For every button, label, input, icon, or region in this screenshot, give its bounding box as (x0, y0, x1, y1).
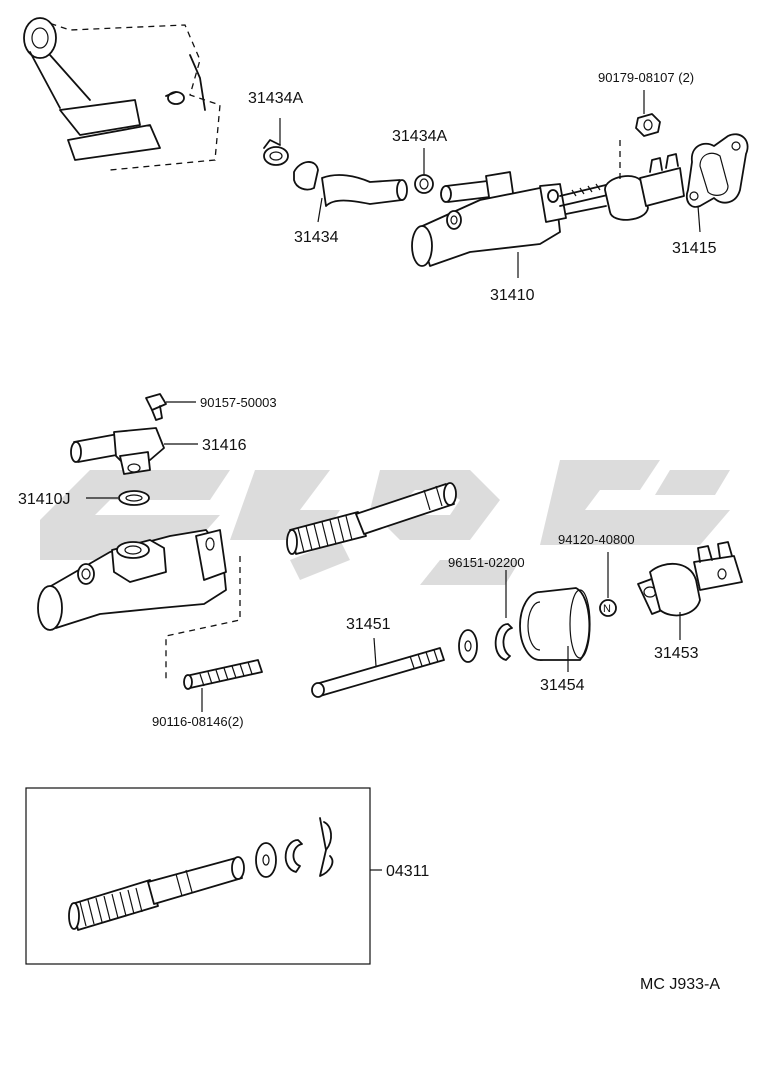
push-rod-boot (519, 587, 591, 672)
figure-code: MC J933-A (640, 976, 720, 993)
label-31453: 31453 (654, 645, 699, 662)
mounting-gasket (685, 133, 749, 233)
mounting-stud (183, 659, 263, 712)
label-31410: 31410 (490, 287, 535, 304)
reservoir-hose (293, 161, 408, 223)
washer-and-snap-ring (458, 570, 513, 663)
master-cylinder-top (411, 153, 685, 278)
label-31434A-top: 31434A (248, 90, 303, 107)
label-31451: 31451 (346, 616, 391, 633)
label-31434: 31434 (294, 229, 339, 246)
label-96151: 96151-02200 (448, 555, 525, 570)
label-31415: 31415 (672, 240, 717, 257)
label-31454: 31454 (540, 677, 585, 694)
push-rod (311, 637, 445, 698)
inlet-union (70, 427, 198, 475)
label-90179: 90179-08107 (2) (598, 70, 694, 85)
label-04311: 04311 (386, 863, 429, 880)
hose-clamp-top (263, 118, 289, 166)
hose-clamp-mid (414, 148, 434, 194)
label-31434A-mid: 31434A (392, 128, 447, 145)
repair-kit-box (25, 787, 382, 965)
clevis (637, 541, 743, 640)
pedal-bracket (23, 17, 221, 171)
reservoir-screw (145, 393, 196, 421)
label-31416: 31416 (202, 437, 247, 454)
nut-marker: N (603, 603, 611, 615)
watermark-logo (40, 460, 730, 585)
lock-nut: N (599, 552, 617, 617)
flange-nut (619, 90, 661, 180)
label-90157: 90157-50003 (200, 395, 277, 410)
label-31410J: 31410J (18, 491, 71, 508)
union-gasket (86, 490, 150, 506)
label-90116: 90116-08146(2) (152, 714, 244, 729)
spring-and-piston (286, 482, 457, 555)
cylinder-body (37, 529, 241, 680)
label-94120: 94120-40800 (558, 532, 635, 547)
